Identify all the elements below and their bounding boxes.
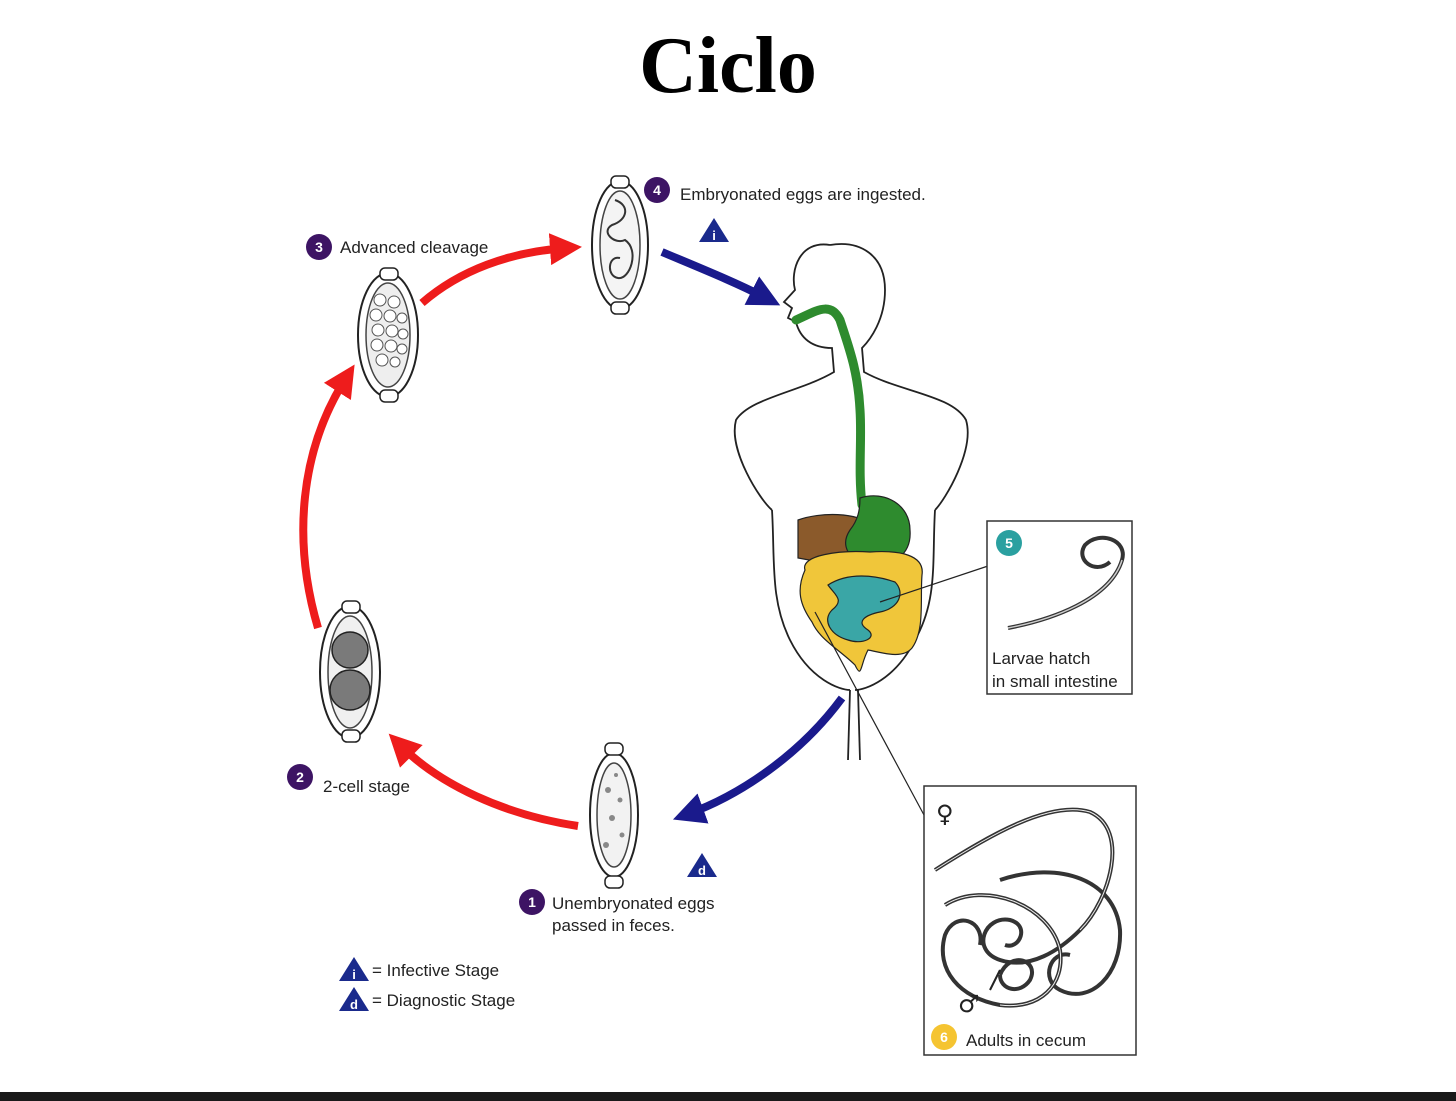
stage5-label-line2: in small intestine bbox=[992, 672, 1118, 691]
stage-badge-6: 6 bbox=[931, 1024, 957, 1050]
adults-box bbox=[923, 785, 1137, 1056]
stage4-label: Embryonated eggs are ingested. bbox=[680, 185, 926, 204]
legend-infective-label: = Infective Stage bbox=[372, 961, 499, 980]
arrow-ingestion bbox=[660, 248, 781, 306]
arrow-stage3-to-stage4 bbox=[419, 233, 582, 307]
stage1-label-line1: Unembryonated eggs bbox=[552, 894, 715, 913]
svg-text:5: 5 bbox=[1005, 535, 1013, 551]
legend-infective-icon: i bbox=[339, 957, 369, 982]
stage-badge-4: 4 bbox=[644, 177, 670, 203]
svg-text:6: 6 bbox=[940, 1029, 948, 1045]
stage5-label-line1: Larvae hatch bbox=[992, 649, 1090, 668]
male-symbol: ♂ bbox=[958, 990, 980, 1018]
egg-two-cell bbox=[319, 600, 381, 743]
stage6-label: Adults in cecum bbox=[966, 1031, 1086, 1050]
legend: i = Infective Stage d = Diagnostic Stage bbox=[339, 957, 515, 1012]
small-intestine bbox=[827, 575, 901, 643]
svg-text:d: d bbox=[350, 997, 358, 1012]
svg-text:d: d bbox=[698, 863, 706, 878]
svg-text:2: 2 bbox=[296, 769, 304, 785]
stage-badge-5: 5 bbox=[996, 530, 1022, 556]
arrow-stage1-to-stage2 bbox=[388, 733, 579, 830]
svg-text:3: 3 bbox=[315, 239, 323, 255]
diagnostic-stage-marker: d bbox=[687, 853, 717, 878]
svg-text:i: i bbox=[352, 967, 356, 982]
stage3-label: Advanced cleavage bbox=[340, 238, 488, 257]
pointer-line-adults bbox=[814, 611, 925, 816]
bottom-divider-bar bbox=[0, 1092, 1456, 1101]
stage1-label-line2: passed in feces. bbox=[552, 916, 675, 935]
human-body-outline bbox=[733, 243, 969, 761]
svg-text:i: i bbox=[712, 228, 716, 243]
stage-badge-1: 1 bbox=[519, 889, 545, 915]
arrow-excretion bbox=[672, 695, 846, 824]
arrow-stage2-to-stage3 bbox=[299, 364, 355, 630]
infective-stage-marker: i bbox=[699, 218, 729, 243]
page-title: Ciclo bbox=[639, 22, 817, 110]
svg-text:1: 1 bbox=[528, 894, 536, 910]
egg-unembryonated bbox=[589, 742, 639, 889]
egg-advanced-cleavage bbox=[357, 267, 419, 403]
stage2-label: 2-cell stage bbox=[323, 777, 410, 796]
stage-badge-3: 3 bbox=[306, 234, 332, 260]
legend-diagnostic-icon: d bbox=[339, 987, 369, 1012]
stage-badge-2: 2 bbox=[287, 764, 313, 790]
egg-embryonated bbox=[591, 175, 649, 315]
female-symbol: ♀ bbox=[936, 800, 954, 828]
legend-diagnostic-label: = Diagnostic Stage bbox=[372, 991, 515, 1010]
pointer-line-larvae bbox=[879, 565, 989, 603]
esophagus bbox=[791, 304, 867, 510]
svg-text:4: 4 bbox=[653, 182, 661, 198]
